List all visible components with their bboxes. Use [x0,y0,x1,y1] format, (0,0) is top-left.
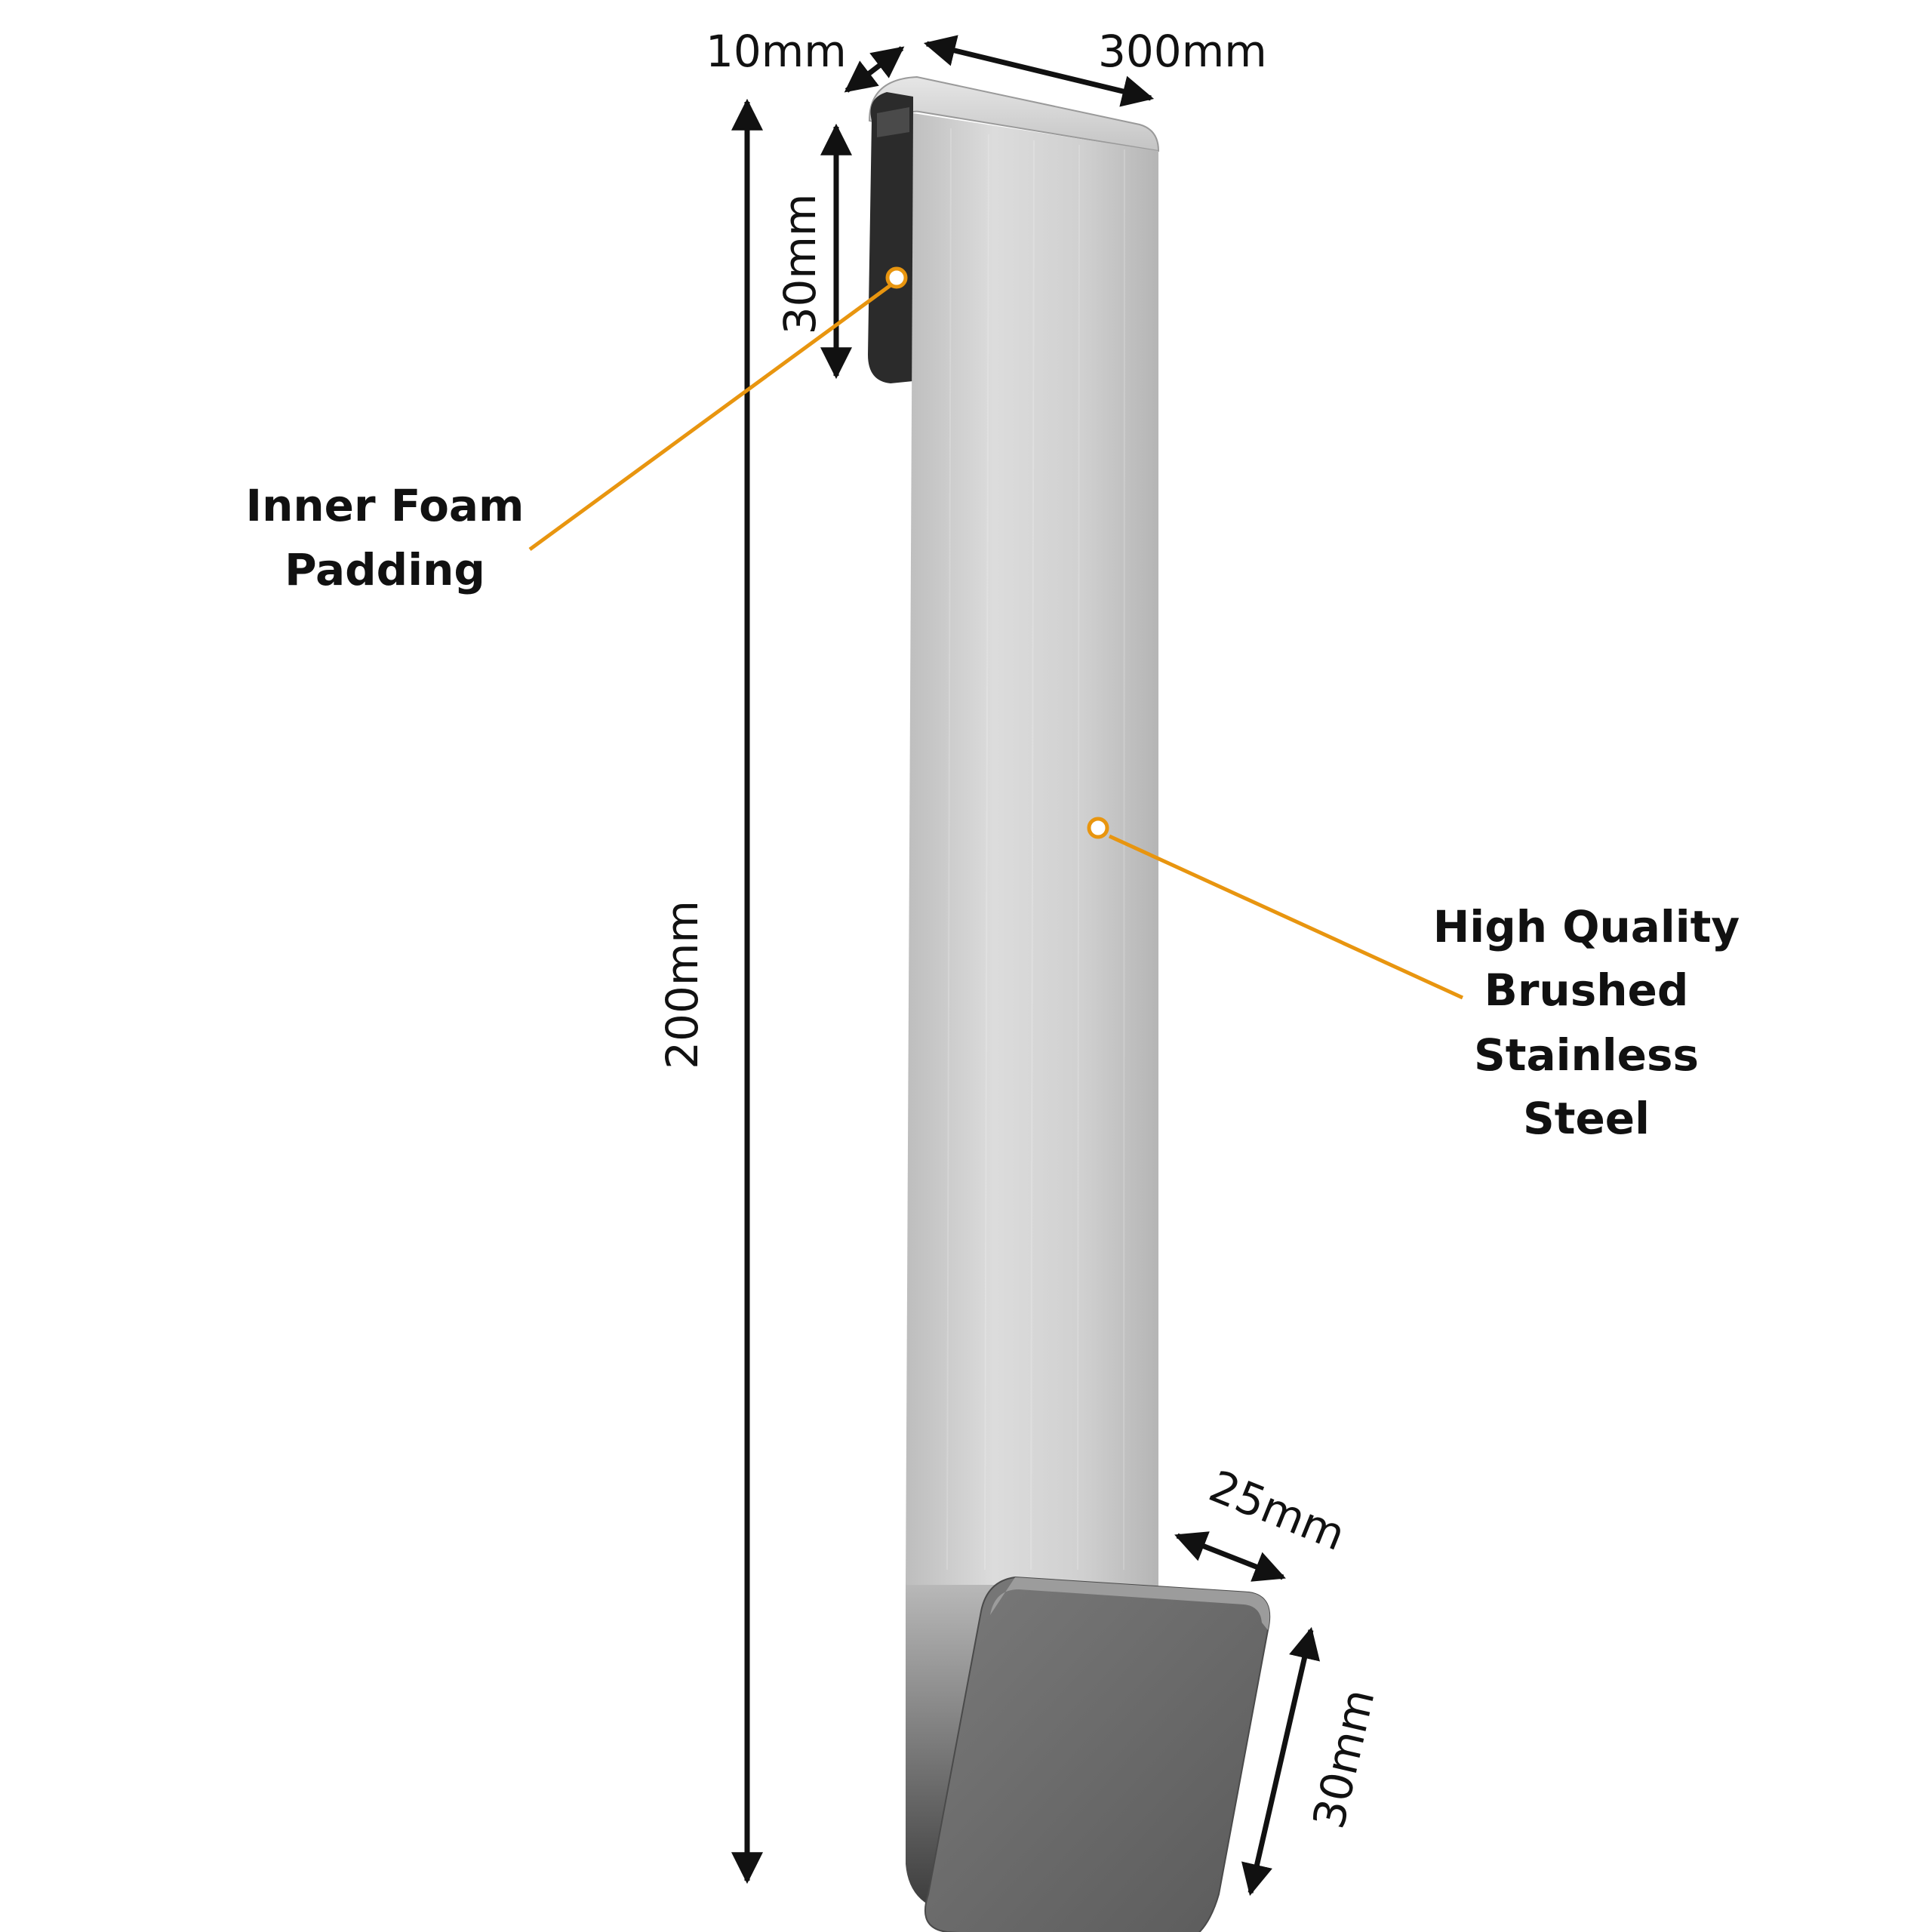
hook-depth-label: 25mm [1202,1460,1352,1561]
foam-callout-dot [885,266,908,289]
hook-body [868,75,1271,1932]
steel-callout-line [1108,834,1464,1000]
hook-front-lip [924,1576,1271,1932]
steel-callout: High Quality Brushed Stainless Steel [1087,817,1740,1144]
foam-label-line1: Inner Foam [246,480,525,531]
foam-callout-line [528,283,892,552]
steel-label-line1: High Quality [1433,901,1740,952]
steel-callout-dot [1087,817,1109,839]
dimension-arrows [731,35,1320,1897]
hook-height-arrow [1241,1626,1320,1897]
brushed-texture [946,128,1125,1571]
hook-height-label: 30mm [1303,1684,1384,1833]
steel-label-line2: Brushed [1484,964,1689,1016]
hook-front-plate [906,113,1158,1585]
foam-pad-highlight [877,107,909,137]
foam-pad [868,92,913,383]
depth-arrow [844,46,905,93]
width-label: 300mm [1098,26,1267,77]
hook-depth-arrow [1174,1531,1286,1582]
foam-callout: Inner Foam Padding [246,266,908,595]
steel-label-line4: Steel [1523,1093,1650,1144]
inner-height-label: 30mm [774,194,826,335]
steel-label-line3: Stainless [1474,1029,1699,1081]
depth-label: 10mm [706,26,847,77]
width-arrow [923,35,1155,107]
hook-lip-top-edge [990,1577,1270,1630]
total-height-label: 200mm [657,900,708,1069]
foam-label-line2: Padding [285,544,485,595]
